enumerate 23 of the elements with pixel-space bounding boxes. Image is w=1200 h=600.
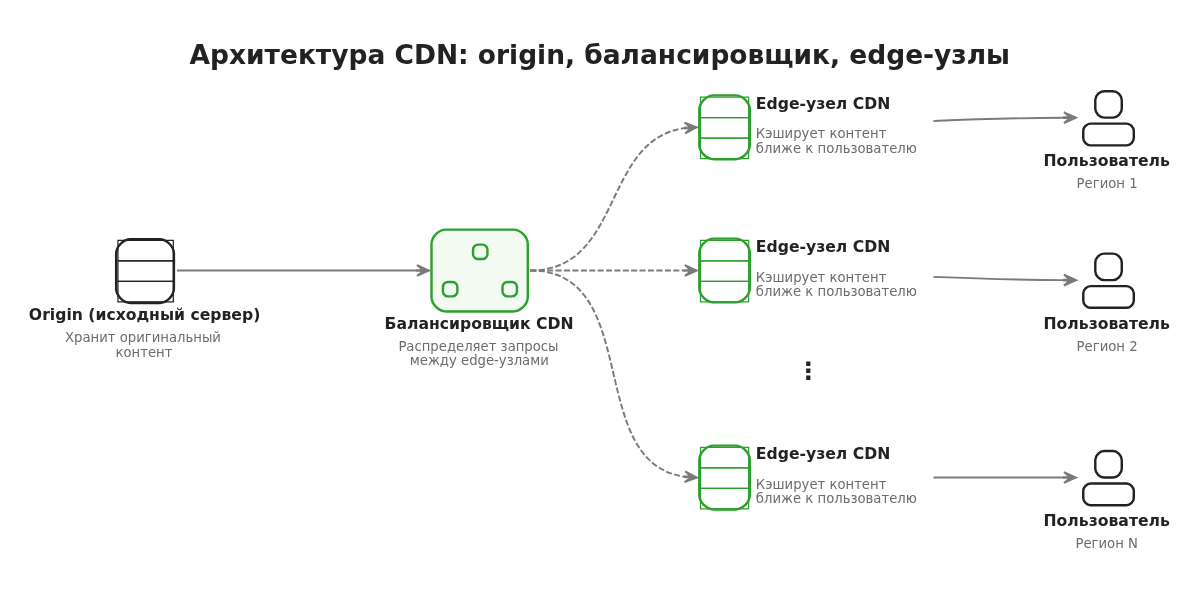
arrow — [932, 111, 1077, 125]
arrow — [932, 471, 1077, 484]
node-label: Хранит оригинальный контент — [64, 330, 221, 360]
node-label: Origin (исходный сервер) — [28, 305, 261, 325]
node-label: Кэширует контент ближе к пользователю — [755, 126, 917, 156]
diagram-title: Архитектура CDN: origin, балансировщик, edge-узлы — [189, 38, 1011, 70]
node-label: Edge-узел CDN — [755, 443, 891, 463]
arrow — [932, 273, 1077, 287]
node-label: Пользователь — [1043, 511, 1170, 531]
node-label: Пользователь — [1043, 151, 1170, 171]
node-label: Edge-узел CDN — [755, 93, 891, 113]
node-label: Балансировщик CDN — [384, 313, 574, 333]
node-label: Регион 2 — [1076, 338, 1138, 354]
label: ⋮ — [796, 356, 821, 385]
node-label: Регион 1 — [1076, 176, 1138, 192]
node-label: Регион N — [1075, 536, 1138, 552]
arrow — [529, 269, 698, 484]
node-label: Пользователь — [1043, 313, 1170, 333]
node-label: Edge-узел CDN — [755, 236, 891, 256]
arrow — [175, 264, 431, 277]
node-label: Кэширует контент ближе к пользователю — [755, 476, 917, 507]
node-label: Распределяет запросы между edge-узлами — [398, 338, 559, 369]
node-label: Кэширует контент ближе к пользователю — [755, 269, 917, 300]
